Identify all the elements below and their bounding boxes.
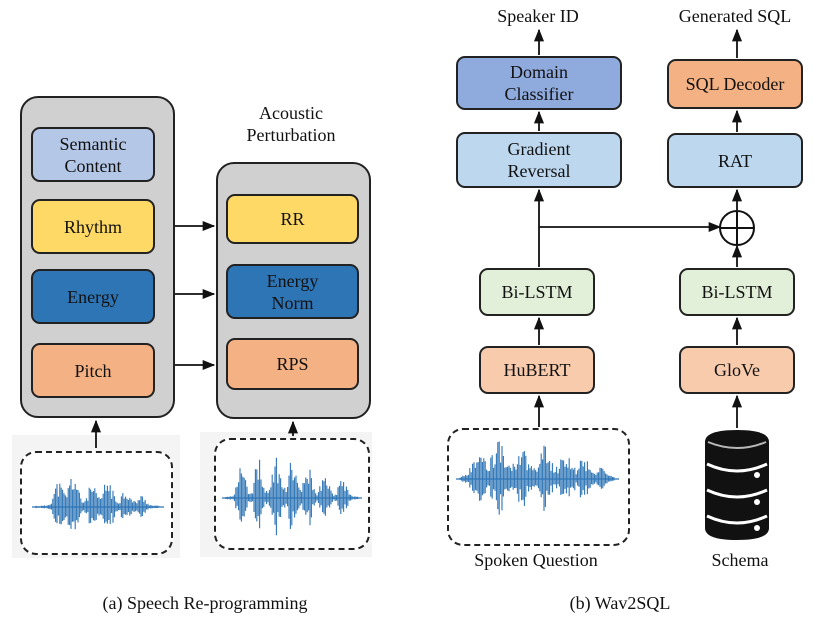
perturbed-waveform bbox=[222, 457, 362, 536]
waveform-trace bbox=[459, 441, 615, 515]
domain-classifier-box: Domain Classifier bbox=[456, 56, 622, 110]
waveform-trace bbox=[35, 479, 160, 530]
waveform-trace bbox=[225, 457, 359, 536]
speaker-id-label: Speaker ID bbox=[497, 6, 579, 26]
bilstm-right-box: Bi-LSTM bbox=[679, 268, 795, 316]
energy-norm-box: Energy Norm bbox=[226, 264, 359, 319]
rat-box: RAT bbox=[667, 133, 803, 188]
circle-plus-icon bbox=[719, 210, 755, 246]
spoken-question-waveform bbox=[456, 441, 619, 515]
original-waveform bbox=[32, 479, 164, 530]
generated-sql-label: Generated SQL bbox=[678, 6, 792, 26]
semantic-content-box: Semantic Content bbox=[31, 127, 155, 182]
caption-wav2sql: (b) Wav2SQL bbox=[569, 593, 671, 613]
bilstm-left-box: Bi-LSTM bbox=[479, 268, 595, 316]
rhythm-box: Rhythm bbox=[31, 199, 155, 254]
database-icon bbox=[705, 430, 769, 540]
gradient-reversal-box: Gradient Reversal bbox=[456, 132, 622, 188]
glove-box: GloVe bbox=[679, 346, 795, 394]
acoustic-perturbation-title: Acoustic Perturbation bbox=[246, 103, 336, 145]
energy-box: Energy bbox=[31, 269, 155, 324]
pitch-box: Pitch bbox=[31, 343, 155, 398]
rr-box: RR bbox=[226, 194, 359, 244]
schema-label: Schema bbox=[711, 550, 769, 570]
sql-decoder-box: SQL Decoder bbox=[667, 59, 803, 109]
rps-box: RPS bbox=[226, 338, 359, 390]
caption-speech-reprogramming: (a) Speech Re-programming bbox=[102, 593, 308, 613]
spoken-question-label: Spoken Question bbox=[474, 550, 598, 570]
hubert-box: HuBERT bbox=[479, 346, 595, 394]
